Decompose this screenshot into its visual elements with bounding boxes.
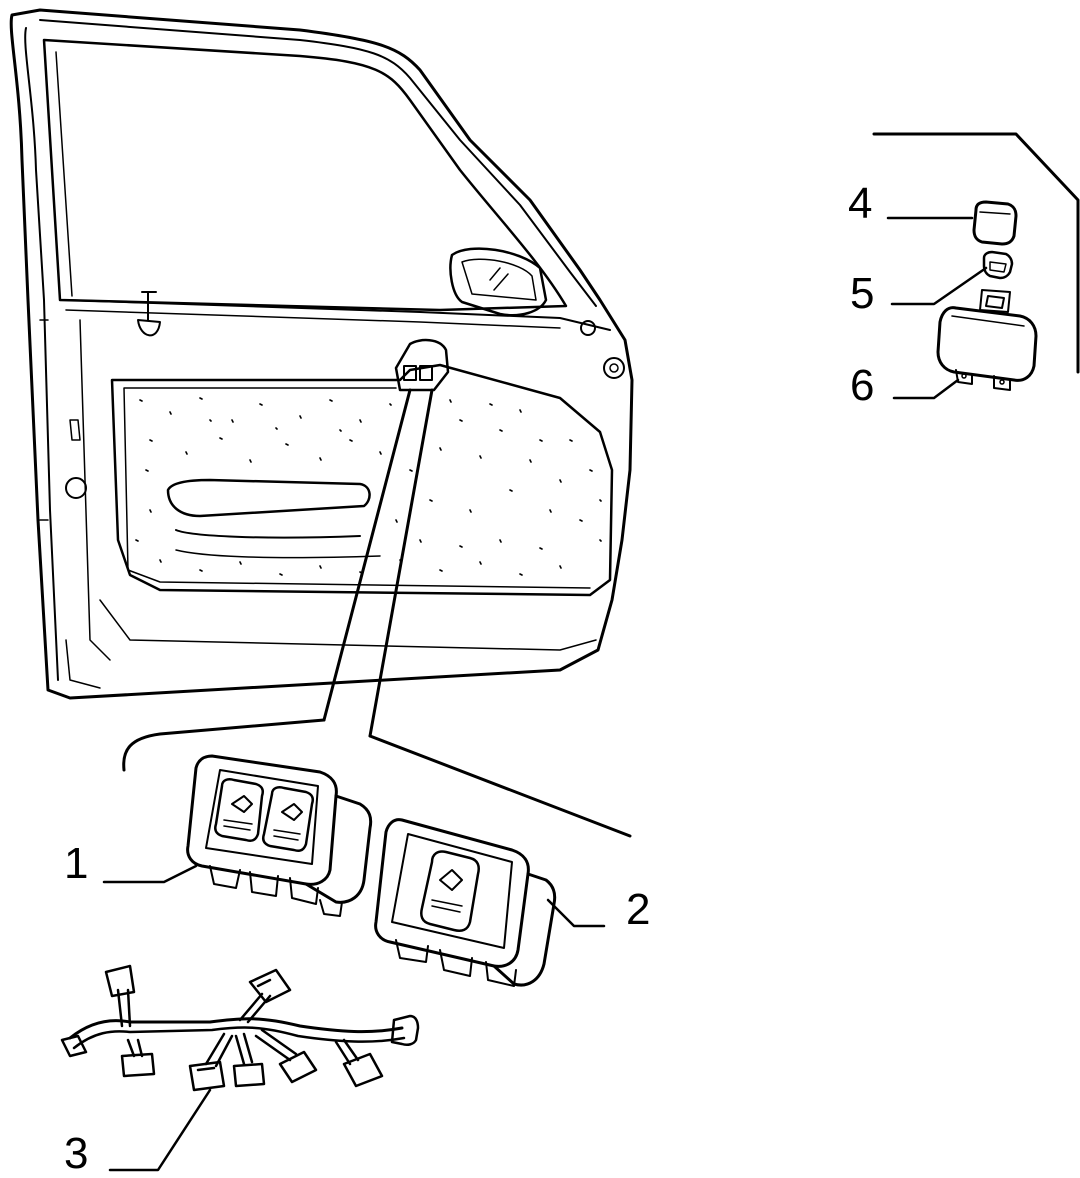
callout-2: 2 xyxy=(626,885,651,934)
callout-5: 5 xyxy=(850,269,875,318)
callout-3: 3 xyxy=(64,1129,89,1178)
relay-plug xyxy=(982,250,1014,280)
single-window-switch xyxy=(374,818,557,987)
relay-cover xyxy=(972,200,1018,246)
callout-1: 1 xyxy=(64,839,89,888)
leader-line-2 xyxy=(546,898,606,928)
leader-line-6 xyxy=(892,378,960,400)
car-door xyxy=(9,8,634,700)
leader-line-3 xyxy=(108,1088,212,1172)
wiring-harness xyxy=(60,964,420,1092)
relay xyxy=(936,306,1038,382)
leader-line-1 xyxy=(102,864,198,884)
dual-window-switch xyxy=(186,754,373,917)
relay-group xyxy=(872,132,1080,391)
leader-line-5 xyxy=(890,266,988,306)
callout-6: 6 xyxy=(850,361,875,410)
detail-connector xyxy=(122,388,632,838)
callout-4: 4 xyxy=(848,179,873,228)
leader-lines xyxy=(102,216,988,1172)
